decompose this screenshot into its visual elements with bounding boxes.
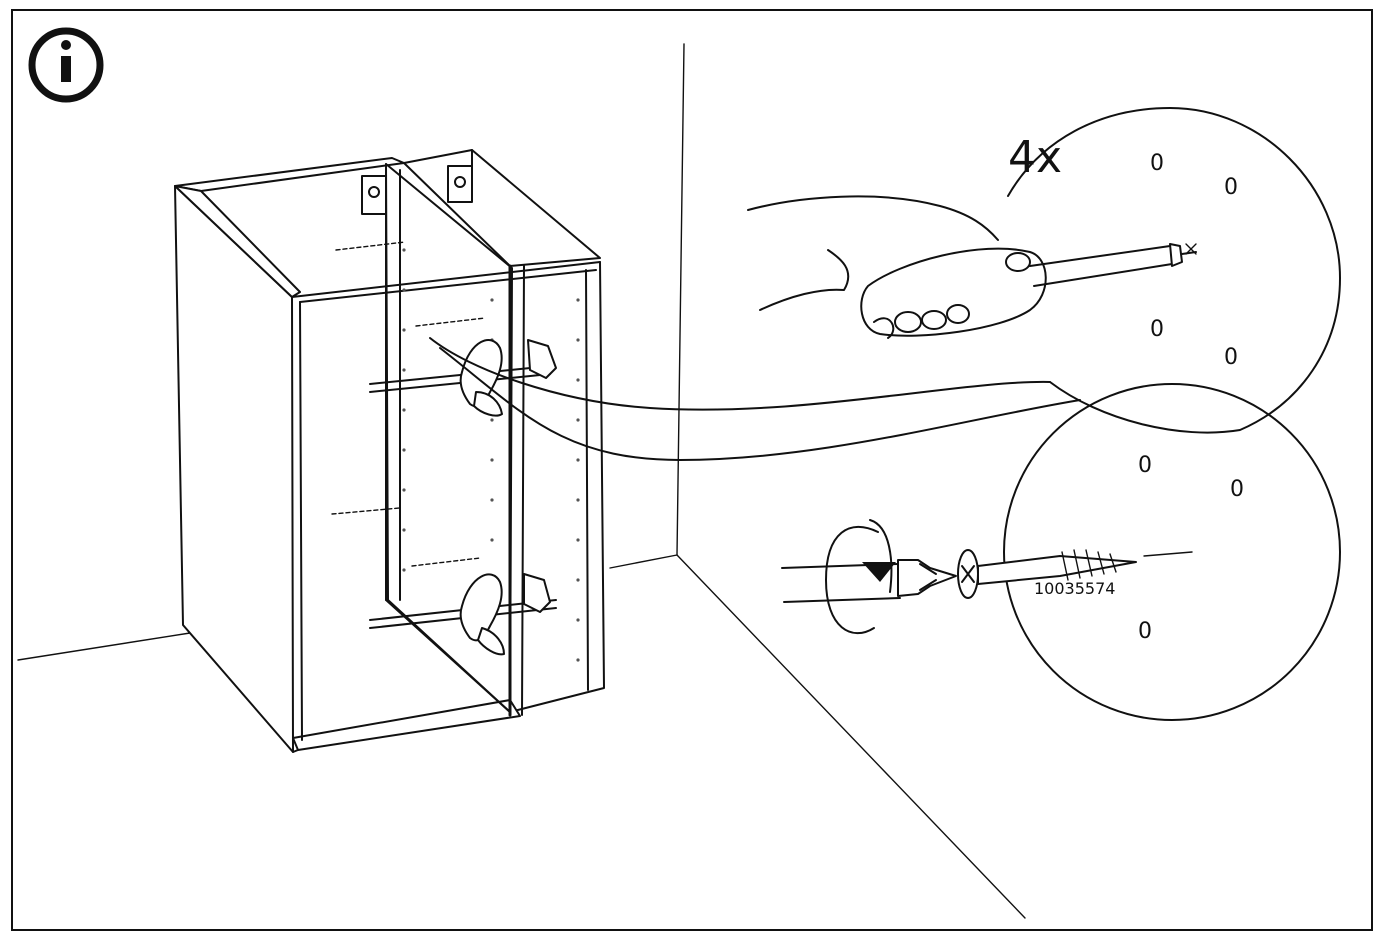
clamp-icon <box>369 339 557 417</box>
clamp-icon-lower <box>369 573 557 656</box>
hand-icon <box>747 195 1047 339</box>
hole-mark: 0 <box>1138 619 1152 644</box>
hole-mark: 0 <box>1224 175 1238 200</box>
screw-icon <box>957 549 1137 599</box>
hole-mark: 0 <box>1150 151 1164 176</box>
info-icon <box>28 27 104 103</box>
hole-mark: 0 <box>1150 317 1164 342</box>
detail-circle-lower: 0 0 0 <box>1003 383 1341 721</box>
hole-mark: 0 <box>1138 453 1152 478</box>
part-number-label: 10035574 <box>1034 579 1115 598</box>
awl-icon <box>1029 243 1197 287</box>
page-border <box>11 9 1373 931</box>
hole-mark: 0 <box>1230 477 1244 502</box>
rotate-arrow-icon <box>825 519 896 635</box>
quantity-label: 4x <box>1008 132 1062 183</box>
screw-markers <box>331 241 486 567</box>
room-lines <box>17 43 1026 919</box>
hole-mark: 0 <box>1224 345 1238 370</box>
peg-holes <box>402 248 580 662</box>
callout-band <box>429 337 1081 461</box>
screwdriver-bit-icon <box>781 559 957 603</box>
cabinet-frame-icon <box>174 149 605 753</box>
